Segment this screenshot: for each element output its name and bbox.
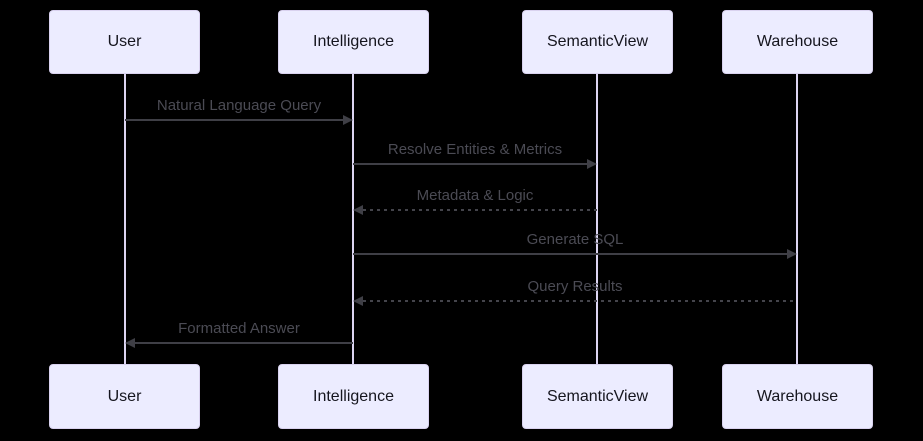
actor-semanticview-bottom: SemanticView [522,364,673,429]
actor-warehouse-label: Warehouse [756,33,839,50]
actor-semanticview-label: SemanticView [546,33,649,50]
lifeline-semanticview [596,74,598,364]
actor-semanticview-top: SemanticView [522,10,673,74]
message-arrow-generate-sql [353,253,788,255]
message-label-formatted-answer: Formatted Answer [178,320,300,337]
arrowhead-left-icon [125,338,135,348]
message-label-generate-sql: Generate SQL [526,231,624,248]
message-label-resolve-entities: Resolve Entities & Metrics [387,141,563,158]
message-label-query-results: Query Results [527,278,623,295]
lifeline-intelligence [352,74,354,364]
actor-user-bottom: User [49,364,200,429]
actor-user-label: User [107,387,142,405]
arrowhead-right-icon [587,159,597,169]
lifeline-user [124,74,126,364]
arrowhead-left-icon [353,296,363,306]
arrowhead-right-icon [343,115,353,125]
actor-intelligence-label: Intelligence [313,387,394,405]
actor-warehouse-label: Warehouse [756,387,839,405]
lifeline-warehouse [796,74,798,364]
message-arrow-metadata-logic [363,209,597,211]
message-arrow-query-results [363,300,797,302]
arrowhead-left-icon [353,205,363,215]
actor-user-top: User [49,10,200,74]
actor-user-label: User [107,33,142,50]
message-arrow-natural-language-query [125,119,345,121]
message-arrow-resolve-entities [353,163,588,165]
message-label-metadata-logic: Metadata & Logic [416,187,534,204]
arrowhead-right-icon [787,249,797,259]
message-arrow-formatted-answer [135,342,353,344]
actor-warehouse-top: Warehouse [722,10,873,74]
actor-intelligence-label: Intelligence [313,33,394,50]
message-label-natural-language-query: Natural Language Query [156,97,322,114]
actor-intelligence-bottom: Intelligence [278,364,429,429]
actor-intelligence-top: Intelligence [278,10,429,74]
actor-semanticview-label: SemanticView [546,387,649,405]
actor-warehouse-bottom: Warehouse [722,364,873,429]
